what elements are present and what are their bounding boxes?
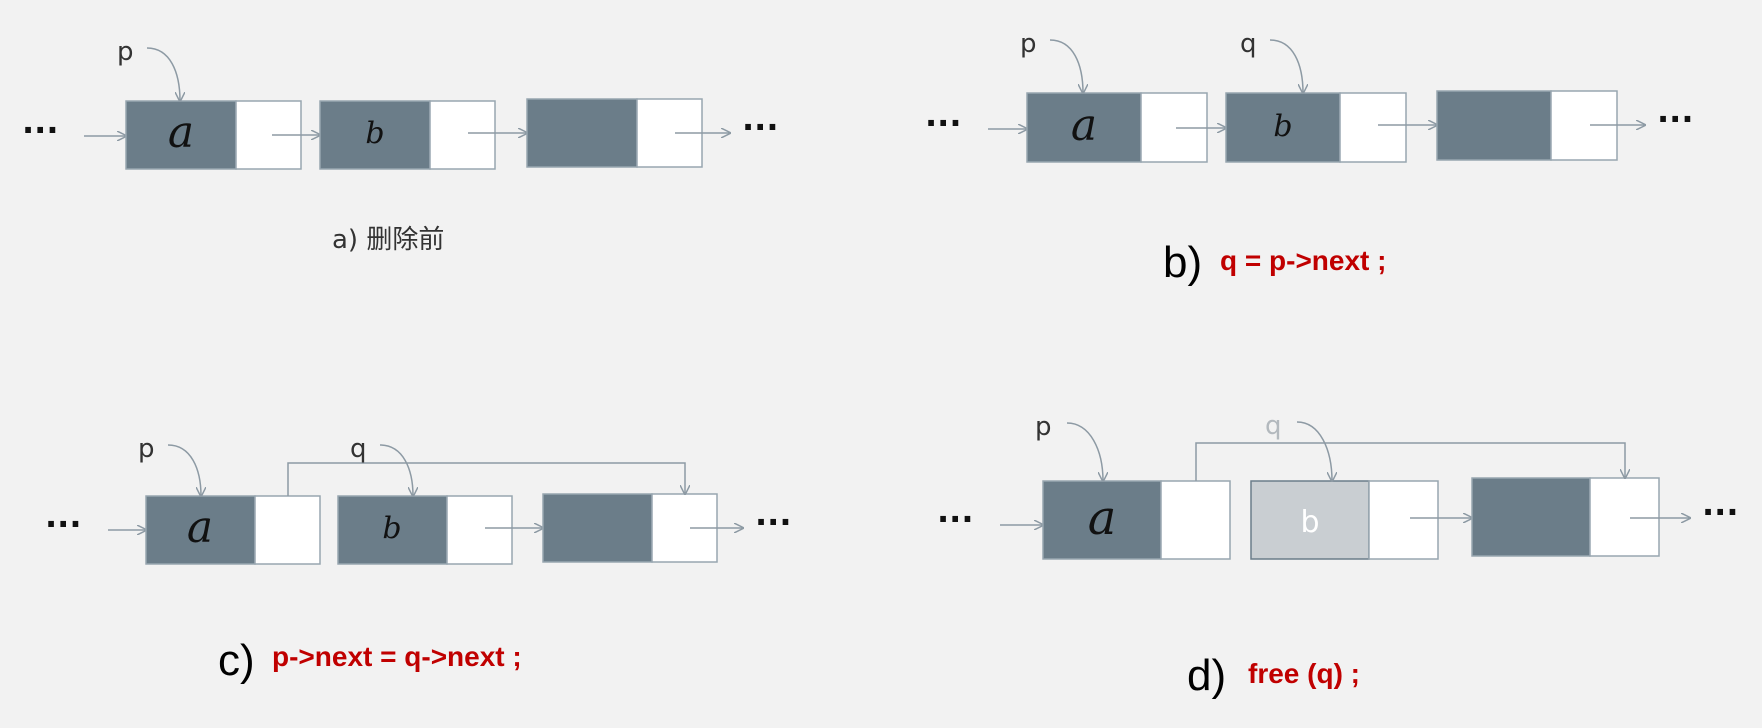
pointer-q-label-faded: q	[1265, 411, 1282, 441]
node-a: a	[1042, 480, 1231, 560]
panel-b: ··· a b ··· p q b) q = p->next ;	[925, 29, 1693, 287]
node-b-next-cell	[446, 495, 513, 565]
pointer-q-arrow	[1296, 421, 1332, 481]
ellipsis-right: ···	[755, 503, 791, 541]
node-next-data-cell	[1471, 477, 1591, 557]
caption-b-letter: b)	[1163, 238, 1202, 287]
pointer-p-arrow	[167, 444, 201, 496]
node-b-data-cell	[337, 495, 448, 565]
node-a-label: a	[1088, 490, 1117, 546]
node-b-label: b	[1300, 505, 1319, 540]
pointer-p-label: p	[1020, 29, 1037, 59]
node-next	[526, 98, 703, 168]
node-b-label: b	[1273, 109, 1292, 144]
node-next-data-cell	[542, 493, 653, 563]
pointer-p-label: p	[117, 37, 134, 67]
node-b-label: b	[382, 511, 401, 546]
node-next-data-cell	[526, 98, 638, 168]
bypass-arrow-a-to-next	[1195, 442, 1625, 481]
panel-a: ··· a b ··· p a) 删除前	[22, 37, 778, 255]
node-b-data-cell	[1250, 480, 1370, 560]
node-next	[1471, 477, 1660, 557]
ellipsis-right: ···	[1702, 493, 1738, 531]
node-a-next-cell	[254, 495, 321, 565]
ellipsis-right: ···	[742, 108, 778, 146]
caption-a: a) 删除前	[332, 225, 444, 255]
node-a: a	[125, 100, 302, 170]
pointer-q-label: q	[1240, 29, 1257, 59]
node-a: a	[145, 495, 321, 565]
pointer-p-arrow	[1066, 422, 1103, 481]
caption-d-code: free (q) ;	[1248, 658, 1360, 689]
node-a-label: a	[187, 502, 213, 553]
node-next	[542, 493, 718, 563]
node-b-next-cell	[1368, 480, 1439, 560]
ellipsis-left: ···	[45, 505, 81, 543]
node-b: b	[337, 495, 513, 565]
node-a-label: a	[1071, 100, 1097, 151]
pointer-p-label: p	[138, 434, 155, 464]
node-next-next-cell	[1589, 477, 1660, 557]
pointer-q-label: q	[350, 434, 367, 464]
caption-d-letter: d)	[1187, 651, 1226, 700]
pointer-p-arrow	[146, 47, 180, 101]
node-next	[1436, 90, 1618, 161]
node-b-label: b	[365, 116, 384, 151]
node-a-data-cell	[145, 495, 256, 565]
pointer-p-arrow	[1049, 39, 1083, 93]
panel-c: ··· a b ··· p q c) p->next = q->next ;	[45, 434, 791, 685]
bypass-arrow-a-to-next	[287, 462, 685, 496]
node-a-data-cell	[1042, 480, 1162, 560]
node-b: b	[319, 100, 496, 170]
node-next-data-cell	[1436, 90, 1552, 161]
node-b-next-cell	[1339, 92, 1407, 163]
pointer-p-label: p	[1035, 412, 1052, 442]
node-a-next-cell	[1160, 480, 1231, 560]
caption-b-code: q = p->next ;	[1220, 245, 1386, 276]
caption-c-code: p->next = q->next ;	[272, 641, 522, 672]
node-b-data-cell	[319, 100, 431, 170]
pointer-q-arrow	[379, 444, 413, 496]
ellipsis-left: ···	[925, 104, 961, 142]
node-a-label: a	[168, 107, 194, 158]
ellipsis-left: ···	[22, 111, 58, 149]
ellipsis-right: ···	[1657, 100, 1693, 138]
node-b-next-cell	[429, 100, 496, 170]
caption-c-letter: c)	[218, 636, 255, 685]
panel-d: ··· a b ··· p q d) free (q) ;	[937, 411, 1738, 700]
node-b: b	[1225, 92, 1407, 163]
node-b-freed: b	[1250, 480, 1439, 560]
pointer-q-arrow	[1269, 39, 1303, 93]
ellipsis-left: ···	[937, 500, 973, 538]
